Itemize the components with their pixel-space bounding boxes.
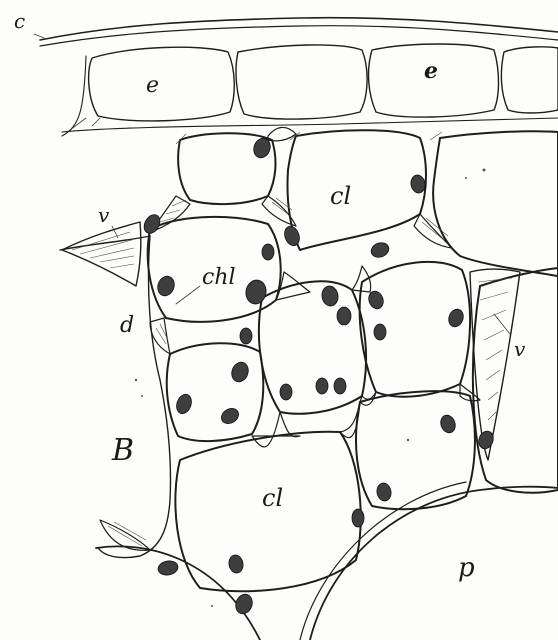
chloroplast [334, 378, 346, 394]
chloroplast [337, 307, 351, 325]
chloroplast [141, 212, 163, 236]
chloroplast [174, 392, 194, 416]
chloroplast [155, 274, 177, 298]
chloroplast [157, 559, 179, 576]
epidermis-cell-1 [89, 47, 235, 121]
chloroplast [352, 509, 364, 527]
label-collenchyma-top: cl [330, 182, 351, 210]
cell-walls [60, 130, 558, 591]
chloroplast [369, 240, 391, 259]
chloroplasts [141, 136, 496, 616]
chloroplast [316, 378, 328, 394]
chl-pointer [176, 286, 200, 304]
chloroplast [446, 307, 465, 329]
label-d: d [120, 313, 134, 338]
chloroplast [228, 554, 245, 574]
chloroplast [282, 224, 302, 248]
chloroplast [233, 592, 255, 616]
chloroplast [240, 328, 252, 344]
epidermis-cell-4 [501, 47, 558, 113]
chloroplast [374, 324, 386, 340]
chloroplast [219, 405, 242, 426]
chloroplast [262, 244, 274, 260]
label-chloroplast: chl [202, 265, 236, 290]
parenchyma-cell [300, 482, 558, 640]
label-B: B [111, 433, 134, 468]
v-left-pointer [112, 226, 118, 238]
chloroplast [320, 285, 339, 307]
epidermis-layer [62, 44, 558, 136]
label-epidermis-2: e [424, 58, 438, 84]
label-collenchyma-bottom: cl [262, 484, 283, 512]
label-vascular-left: v [98, 203, 110, 227]
chloroplast [376, 482, 393, 502]
thickening-striations [72, 132, 512, 546]
label-cuticle: c [14, 9, 25, 33]
cuticle [34, 18, 558, 46]
chloroplast [438, 413, 457, 435]
epidermis-cell-2 [236, 45, 367, 119]
chloroplast [244, 278, 268, 305]
label-epidermis-1: e [146, 73, 159, 98]
chloroplast [280, 384, 292, 400]
specks [135, 169, 486, 608]
wall-thickenings [62, 127, 520, 550]
chloroplast [229, 360, 251, 384]
chloroplast [410, 174, 427, 194]
label-parenchyma: p [458, 553, 475, 583]
label-vascular-right: v [514, 337, 526, 361]
